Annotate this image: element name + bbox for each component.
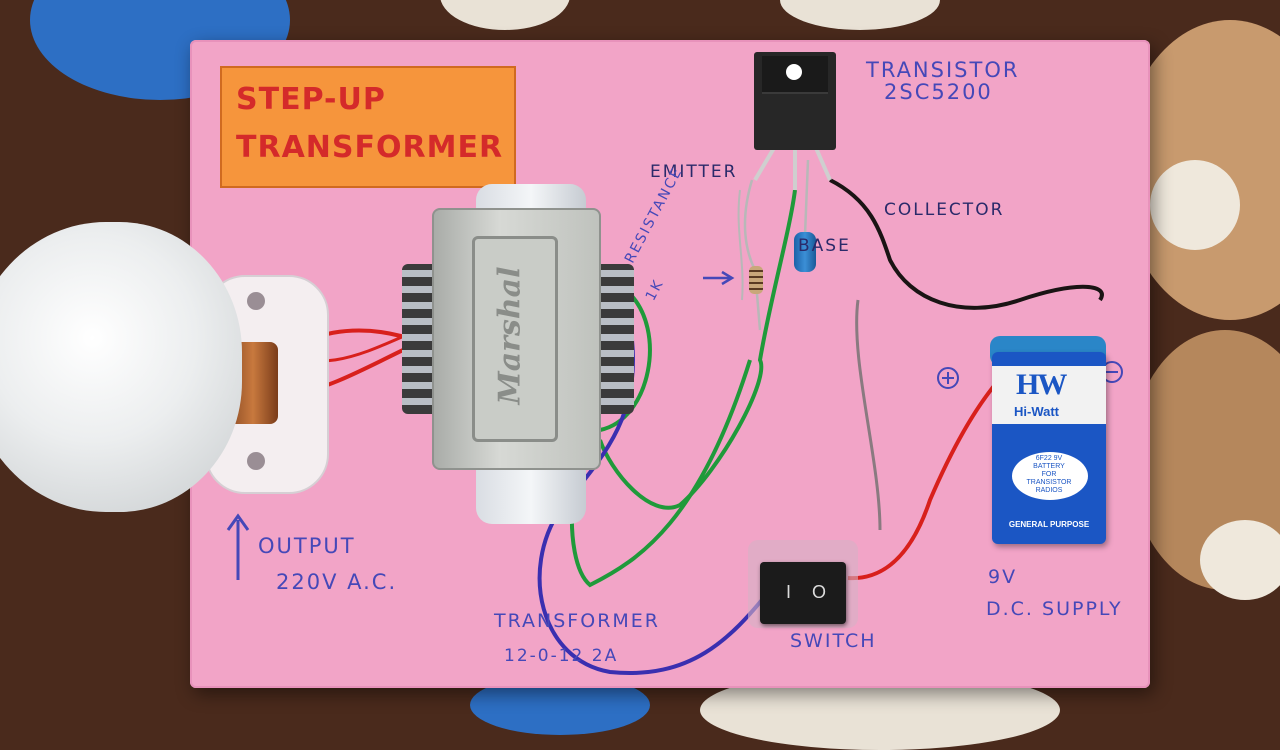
battery-spec-3: TRANSISTOR [1026,479,1072,486]
switch-label: SWITCH [790,630,877,652]
title-line-1: STEP-UP [236,82,386,117]
capacitor [794,232,816,272]
transistor-label: TRANSISTOR [866,58,1020,82]
battery-logo: HW [1016,368,1067,401]
resistance-arrow-head [721,270,735,286]
transistor-pin [753,146,776,182]
grey-wire [855,299,882,531]
blue-wire [537,339,772,675]
collector-label: COLLECTOR [884,200,1005,220]
battery-spec-2: FOR [1041,471,1057,478]
resistor-lead [743,179,762,331]
output-label: OUTPUT [258,534,356,558]
light-bulb [0,222,242,512]
base-label: BASE [798,236,851,256]
switch-off-symbol: O [812,582,827,602]
transistor-mounting-hole [786,64,802,80]
transistor-pin [814,147,832,181]
emitter-label: EMITTER [650,162,738,182]
output-voltage-label: 220V A.C. [276,570,398,594]
battery: HW Hi-Watt 6F22 9V BATTERY FOR TRANSISTO… [992,352,1106,544]
transformer-label: TRANSFORMER [494,610,660,632]
battery-spec-1: BATTERY [1033,463,1065,470]
battery-label-top [992,366,1106,424]
supply-voltage-label: 9V [988,566,1018,588]
battery-type: GENERAL PURPOSE [1008,520,1090,529]
output-arrow-head [226,513,250,531]
circuit-wires [226,146,1123,675]
transformer-brand: Marshal [492,266,528,405]
battery-brand: Hi-Watt [1014,404,1060,419]
rocker-switch[interactable]: I O [760,562,846,624]
black-wire [829,178,1104,310]
battery-spec-oval [1012,452,1088,500]
transformer-badge [472,236,558,442]
title-card: STEP-UP TRANSFORMER [220,66,516,188]
green-wire [569,290,752,588]
supply-label: D.C. SUPPLY [986,598,1123,620]
title-line-2: TRANSFORMER [236,130,504,165]
carpet-pattern [1200,520,1280,600]
lamp-holder-screw-hole [247,292,265,310]
resistor-lead [737,189,744,301]
transformer-rating-label: 12-0-12 2A [504,646,619,666]
battery-spec-4: RADIOS [1035,487,1063,494]
carpet-pattern [1150,160,1240,250]
resistor [749,266,763,294]
battery-spec-0: 6F22 9V [1035,455,1063,462]
switch-on-symbol: I [786,582,792,602]
lamp-holder-screw-hole [247,452,265,470]
green-wire [598,189,797,510]
positive-mark [937,367,959,389]
transistor-model-label: 2SC5200 [884,80,993,104]
capacitor-lead [803,159,810,236]
